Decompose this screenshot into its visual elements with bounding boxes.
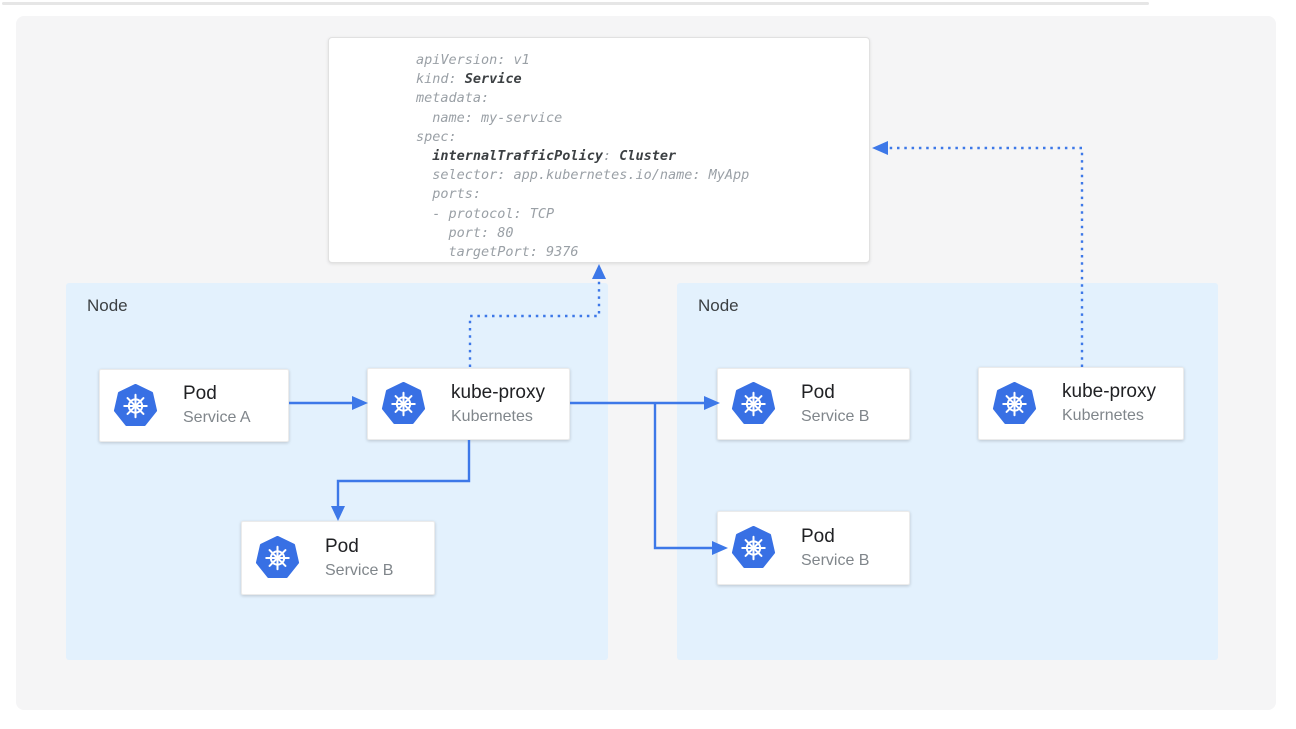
box-subtitle: Kubernetes — [451, 407, 533, 425]
service-yaml-card: apiVersion: v1 kind: Service metadata: nam… — [328, 37, 870, 263]
node-label: Node — [87, 296, 128, 315]
yaml-line: ports: — [416, 186, 482, 203]
pod-box-service-a: Pod Service A — [99, 369, 289, 442]
kubernetes-icon — [992, 381, 1037, 426]
box-title: Pod — [183, 383, 217, 404]
top-rule — [2, 2, 1149, 5]
kubernetes-icon — [731, 382, 776, 426]
box-title: Pod — [801, 525, 835, 547]
yaml-line: - protocol: TCP — [416, 205, 555, 222]
pod-box-service-b-right-1: Pod Service B — [717, 368, 910, 440]
node-left: Node — [66, 283, 608, 660]
yaml-line: targetPort: 9376 — [416, 244, 579, 261]
box-subtitle: Service B — [325, 561, 394, 579]
node-right: Node — [677, 283, 1218, 660]
yaml-line: apiVersion: v1 — [416, 52, 530, 68]
yaml-line: port: 80 — [416, 224, 514, 241]
kubernetes-icon — [255, 536, 300, 580]
kubernetes-icon — [113, 383, 158, 428]
yaml-code: apiVersion: v1 kind: Service metadata: nam… — [416, 51, 749, 262]
pod-box-service-b-left: Pod Service B — [241, 521, 435, 595]
box-subtitle: Service A — [183, 409, 251, 426]
box-subtitle: Kubernetes — [1062, 407, 1144, 424]
yaml-line: selector: app.kubernetes.io/name: MyApp — [416, 167, 750, 184]
kubernetes-icon — [731, 526, 776, 570]
yaml-line: spec: — [416, 128, 457, 145]
kubernetes-icon — [381, 382, 426, 426]
box-title: Pod — [801, 381, 835, 403]
box-subtitle: Service B — [801, 551, 870, 569]
box-title: Pod — [325, 535, 359, 557]
yaml-line: metadata: — [416, 90, 490, 107]
box-title: kube-proxy — [1062, 381, 1156, 402]
yaml-line: internalTrafficPolicy: Cluster — [432, 148, 677, 165]
yaml-line: kind: Service — [416, 71, 522, 88]
kube-proxy-box-left: kube-proxy Kubernetes — [367, 368, 570, 440]
box-subtitle: Service B — [801, 407, 870, 425]
kube-proxy-box-right: kube-proxy Kubernetes — [978, 367, 1184, 440]
node-label: Node — [698, 296, 739, 315]
box-title: kube-proxy — [451, 381, 545, 403]
yaml-line: name: my-service — [416, 109, 563, 126]
pod-box-service-b-right-2: Pod Service B — [717, 511, 910, 585]
